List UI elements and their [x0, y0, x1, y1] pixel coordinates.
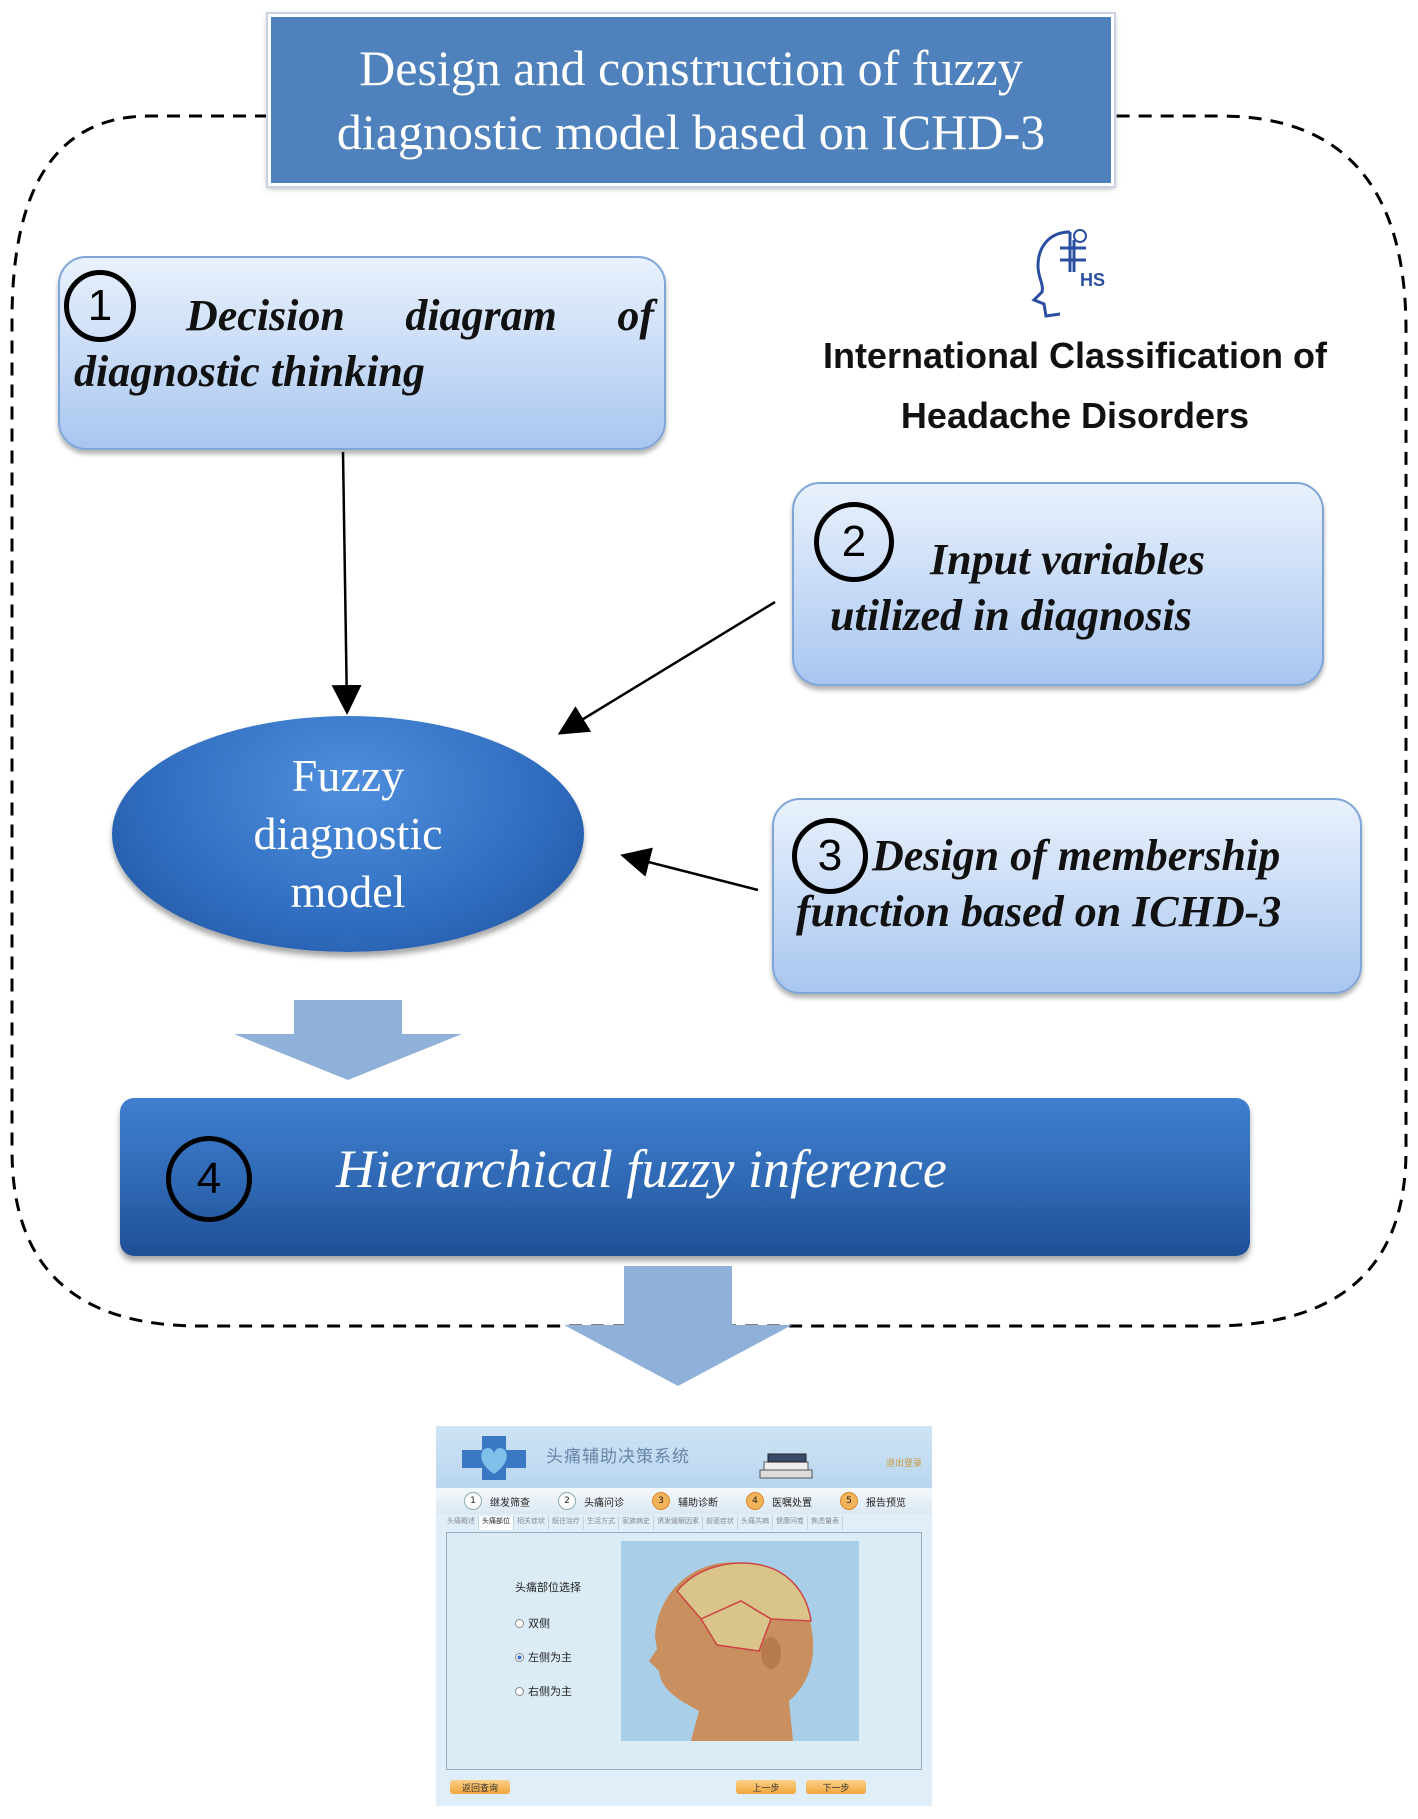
app-step-2-num: 2	[558, 1492, 576, 1510]
tab-anxiety-scale[interactable]: 焦虑量表	[808, 1516, 843, 1530]
step-2-box: 2 Input variables utilized in diagnosis	[792, 482, 1324, 686]
ichd-line-2: Headache Disorders	[900, 395, 1250, 436]
ihs-logo: HS	[1030, 226, 1114, 318]
step-3-text: Design of membership function based on I…	[796, 831, 1282, 936]
tab-prodrome[interactable]: 前驱症状	[703, 1516, 738, 1530]
books-icon	[759, 1453, 813, 1479]
logout-link[interactable]: 退出登录	[885, 1459, 922, 1469]
app-step-4[interactable]: 4 医嘱处置	[746, 1492, 812, 1510]
app-title: 头痛辅助决策系统	[546, 1447, 690, 1467]
arrow-2-to-model	[557, 600, 776, 735]
step-1-text: Decision diagram of diagnostic thinking	[74, 291, 654, 396]
radio-label: 左侧为主	[528, 1651, 572, 1664]
step-3-box: 3 Design of membership function based on…	[772, 798, 1362, 994]
tab-location[interactable]: 头痛部位	[479, 1516, 514, 1530]
radio-right-dominant[interactable]: 右侧为主	[515, 1683, 572, 1699]
app-step-5-num: 5	[840, 1492, 858, 1510]
app-step-5-label: 报告预览	[866, 1497, 906, 1509]
app-step-1-num: 1	[464, 1492, 482, 1510]
svg-text:HS: HS	[1080, 270, 1105, 290]
app-step-1[interactable]: 1 继发筛查	[464, 1492, 530, 1510]
arrow-1-to-model	[331, 451, 362, 715]
app-step-3[interactable]: 3 辅助诊断	[652, 1492, 718, 1510]
app-step-5[interactable]: 5 报告预览	[840, 1492, 906, 1510]
tab-overview[interactable]: 头痛概述	[444, 1516, 479, 1530]
app-step-4-num: 4	[746, 1492, 764, 1510]
radio-dot[interactable]	[515, 1618, 524, 1628]
dashed-boundary	[10, 114, 1408, 1328]
tab-triggers[interactable]: 诱发缓解因素	[654, 1516, 703, 1530]
step-2-text: Input variables utilized in diagnosis	[830, 535, 1206, 640]
app-step-1-label: 继发筛查	[490, 1497, 530, 1509]
app-tab-bar: 头痛概述 头痛部位 相关症状 既往治疗 生活方式 家族病史 诱发缓解因素 前驱症…	[444, 1516, 924, 1530]
app-logo-icon	[462, 1436, 526, 1480]
model-line-3: model	[290, 866, 406, 917]
tab-family[interactable]: 家族病史	[619, 1516, 654, 1530]
next-step-button[interactable]: 下一步	[806, 1780, 866, 1794]
radio-label: 双侧	[528, 1617, 550, 1630]
diagram-title: Design and construction of fuzzy diagnos…	[266, 12, 1116, 188]
app-footer: 返回查询 上一步 下一步	[436, 1776, 932, 1806]
prev-step-button[interactable]: 上一步	[736, 1780, 796, 1794]
radio-left-dominant[interactable]: 左侧为主	[515, 1649, 572, 1665]
step-3-number: 3	[792, 818, 868, 894]
step-1-number: 1	[64, 270, 136, 342]
head-illustration	[621, 1541, 859, 1741]
app-step-3-label: 辅助诊断	[678, 1497, 718, 1509]
tab-health-questionnaire[interactable]: 健康问卷	[773, 1516, 808, 1530]
step-1-box: 1 Decision diagram of diagnostic thinkin…	[58, 256, 666, 450]
ichd-line-1: International Classification of	[822, 335, 1328, 376]
radio-bilateral[interactable]: 双侧	[515, 1615, 550, 1631]
step-2-number: 2	[814, 502, 894, 582]
back-to-query-button[interactable]: 返回查询	[450, 1780, 510, 1794]
step-4-box: 4 Hierarchical fuzzy inference	[120, 1098, 1250, 1256]
app-content-panel: 头痛部位选择 双侧 左侧为主 右侧为主	[446, 1532, 922, 1770]
app-header: 头痛辅助决策系统 退出登录	[436, 1426, 932, 1488]
radio-dot[interactable]	[515, 1686, 524, 1696]
step-4-text: Hierarchical fuzzy inference	[336, 1139, 947, 1199]
app-step-bar: 1 继发筛查 2 头痛问诊 3 辅助诊断 4 医嘱处置 5 报告预览	[436, 1488, 932, 1514]
tab-lifestyle[interactable]: 生活方式	[584, 1516, 619, 1530]
model-line-1: Fuzzy	[291, 750, 405, 801]
fuzzy-diagnostic-model: Fuzzy diagnostic model	[112, 716, 584, 952]
down-arrow-2	[564, 1266, 792, 1386]
app-step-2[interactable]: 2 头痛问诊	[558, 1492, 624, 1510]
tab-symptoms[interactable]: 相关症状	[514, 1516, 549, 1530]
location-select-title: 头痛部位选择	[515, 1581, 581, 1594]
model-line-2: diagnostic	[253, 808, 443, 859]
down-arrow-1	[234, 1000, 462, 1080]
tab-comorbidity[interactable]: 头痛共病	[738, 1516, 773, 1530]
radio-label: 右侧为主	[528, 1685, 572, 1698]
step-4-number: 4	[166, 1136, 252, 1222]
app-step-3-num: 3	[652, 1492, 670, 1510]
app-step-4-label: 医嘱处置	[772, 1497, 812, 1509]
arrow-3-to-model	[620, 847, 759, 892]
radio-dot-selected[interactable]	[515, 1652, 524, 1662]
app-step-2-label: 头痛问诊	[584, 1497, 624, 1509]
ichd-caption: International Classification of Headache…	[780, 326, 1370, 446]
tab-treatment[interactable]: 既往治疗	[549, 1516, 584, 1530]
